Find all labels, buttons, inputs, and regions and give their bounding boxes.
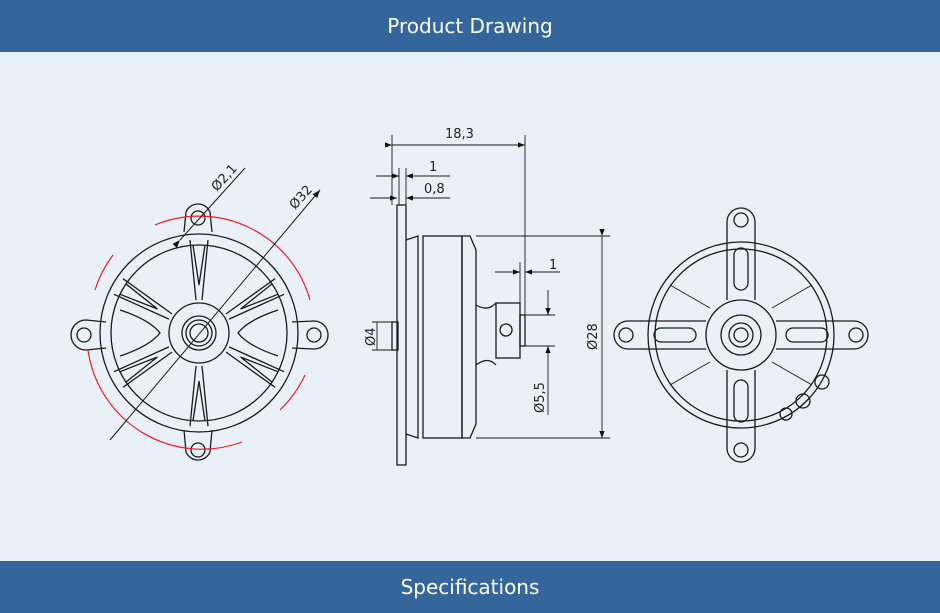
rear-view (613, 207, 869, 463)
dim-shaft: Ø5,5 (533, 382, 548, 413)
header-bar: Product Drawing (0, 0, 940, 52)
side-view (391, 204, 526, 466)
footer-bar: Specifications (0, 561, 940, 613)
product-drawing: Ø2,1 Ø32 18,3 1 0,8 Ø4 1 Ø5,5 Ø28 (70, 127, 869, 466)
footer-title: Specifications (400, 575, 540, 599)
dim-mount-diameter: Ø32 (287, 183, 316, 213)
dim-body: Ø28 (586, 323, 601, 350)
dim-flange-thickness: 0,8 (424, 182, 445, 197)
dim-flange-gap: 1 (429, 160, 437, 175)
dimension-labels: Ø2,1 Ø32 18,3 1 0,8 Ø4 1 Ø5,5 Ø28 (209, 127, 601, 413)
front-view (70, 203, 329, 461)
dim-rear-shaft: Ø4 (364, 327, 379, 346)
dim-shaft-step: 1 (549, 258, 557, 273)
header-title: Product Drawing (387, 14, 553, 38)
mount-circle-arcs (87, 215, 311, 450)
dim-length: 18,3 (445, 127, 474, 142)
